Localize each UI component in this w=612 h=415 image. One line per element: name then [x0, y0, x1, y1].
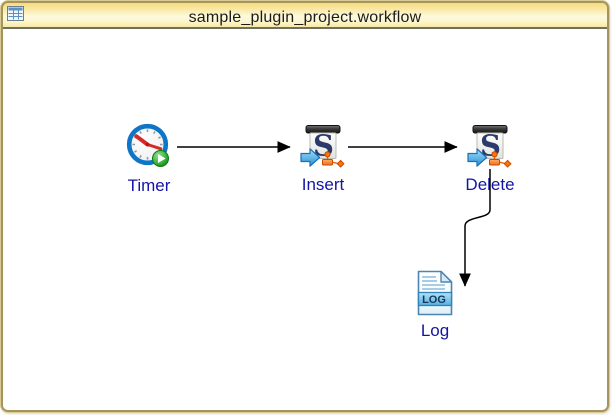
log-document-icon: LOG	[415, 270, 455, 316]
screen-s-transform-icon: S	[299, 122, 347, 170]
node-insert[interactable]: S Insert	[275, 122, 371, 195]
node-label: Insert	[301, 175, 345, 194]
clock-run-icon	[125, 123, 173, 171]
node-timer[interactable]: Timer	[101, 123, 197, 196]
workflow-canvas[interactable]	[3, 29, 607, 410]
node-log[interactable]: LOG Log	[387, 270, 483, 341]
screen-s-transform-icon: S	[466, 122, 514, 170]
svg-text:LOG: LOG	[422, 294, 446, 306]
node-delete[interactable]: S Delete	[442, 122, 538, 195]
node-label: Log	[420, 321, 450, 340]
node-label: Timer	[127, 176, 171, 195]
node-label: Delete	[465, 175, 515, 194]
table-icon	[7, 6, 24, 21]
titlebar[interactable]: sample_plugin_project.workflow	[3, 3, 607, 29]
window-title: sample_plugin_project.workflow	[188, 9, 422, 26]
